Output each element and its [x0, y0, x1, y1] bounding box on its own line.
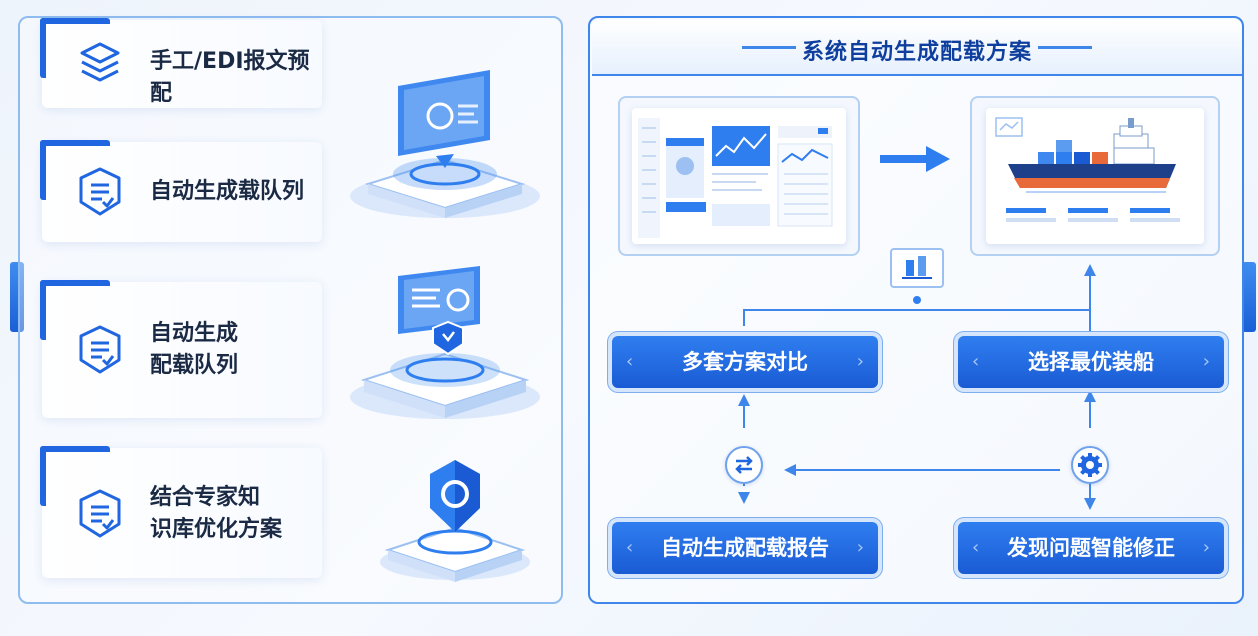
card-accent [40, 140, 110, 146]
chevron-left-icon: ‹ [626, 351, 634, 372]
isometric-location-pin-illustration [380, 460, 530, 582]
optimizer-chip [890, 248, 944, 288]
card-accent [40, 18, 110, 24]
ship-screen [986, 108, 1204, 244]
card-accent [40, 446, 46, 506]
right-edge-tab [1242, 262, 1256, 332]
isometric-screen-illustration [350, 70, 540, 218]
button-label: 选择最优装船 [1028, 350, 1154, 374]
swap-arrows-icon [735, 456, 753, 474]
header-decor-line [742, 46, 796, 49]
chevron-left-icon: ‹ [626, 537, 634, 558]
button-label: 多套方案对比 [682, 350, 808, 374]
chevron-right-icon: › [1202, 537, 1210, 558]
button-label: 自动生成配载报告 [661, 536, 829, 560]
chip-icon [902, 256, 932, 279]
shield-document-icon [79, 489, 121, 538]
chevron-left-icon: ‹ [972, 351, 980, 372]
shield-document-icon [79, 325, 121, 374]
chevron-left-icon: ‹ [972, 537, 980, 558]
card-label-line1: 自动生成 [150, 321, 239, 346]
chevron-right-icon: › [856, 351, 864, 372]
card-accent [40, 18, 46, 78]
header-decor-line [1038, 46, 1092, 49]
dashboard-screen [632, 108, 846, 244]
card-expert-knowledge[interactable]: 结合专家知 识库优化方案 [40, 446, 322, 578]
isometric-shield-screen-illustration [350, 266, 540, 419]
card-label: 自动生成载队列 [150, 179, 305, 204]
ship-screen-frame [970, 96, 1220, 256]
card-accent [40, 140, 46, 200]
settings-circle-button[interactable] [1071, 446, 1109, 484]
smart-fix-button[interactable]: ‹ 发现问题智能修正 › [958, 522, 1224, 574]
left-edge-tab [10, 262, 24, 332]
layers-icon [80, 42, 120, 82]
dashboard-screen-frame [618, 96, 860, 256]
card-auto-stowage-queue[interactable]: 自动生成 配载队列 [40, 280, 322, 418]
card-label: 手工/EDI报文预配 [150, 49, 310, 106]
card-accent [40, 446, 110, 452]
flow-connectors [738, 264, 1096, 510]
button-label: 发现问题智能修正 [1007, 536, 1175, 560]
card-label-line2: 配载队列 [150, 353, 239, 378]
card-manual-edi[interactable]: 手工/EDI报文预配 [40, 18, 322, 108]
swap-circle-button[interactable] [725, 446, 763, 484]
dashboard-preview-icon [638, 118, 833, 238]
card-accent [40, 280, 110, 286]
right-panel-header: 系统自动生成配载方案 [592, 20, 1242, 76]
card-label-line1: 结合专家知 [150, 485, 261, 510]
card-auto-queue[interactable]: 自动生成载队列 [40, 140, 322, 242]
select-optimal-button[interactable]: ‹ 选择最优装船 › [958, 336, 1224, 388]
arrow-right-icon [880, 146, 950, 172]
gear-icon [1078, 453, 1102, 477]
card-accent [40, 280, 46, 340]
chevron-right-icon: › [856, 537, 864, 558]
card-label-line2: 识库优化方案 [150, 517, 283, 542]
container-ship-icon [995, 117, 1180, 222]
generate-report-button[interactable]: ‹ 自动生成配载报告 › [612, 522, 878, 574]
compare-plans-button[interactable]: ‹ 多套方案对比 › [612, 336, 878, 388]
chevron-right-icon: › [1202, 351, 1210, 372]
document-list-icon [79, 167, 121, 216]
right-panel-title: 系统自动生成配载方案 [801, 40, 1032, 65]
connector-dot [913, 296, 921, 304]
